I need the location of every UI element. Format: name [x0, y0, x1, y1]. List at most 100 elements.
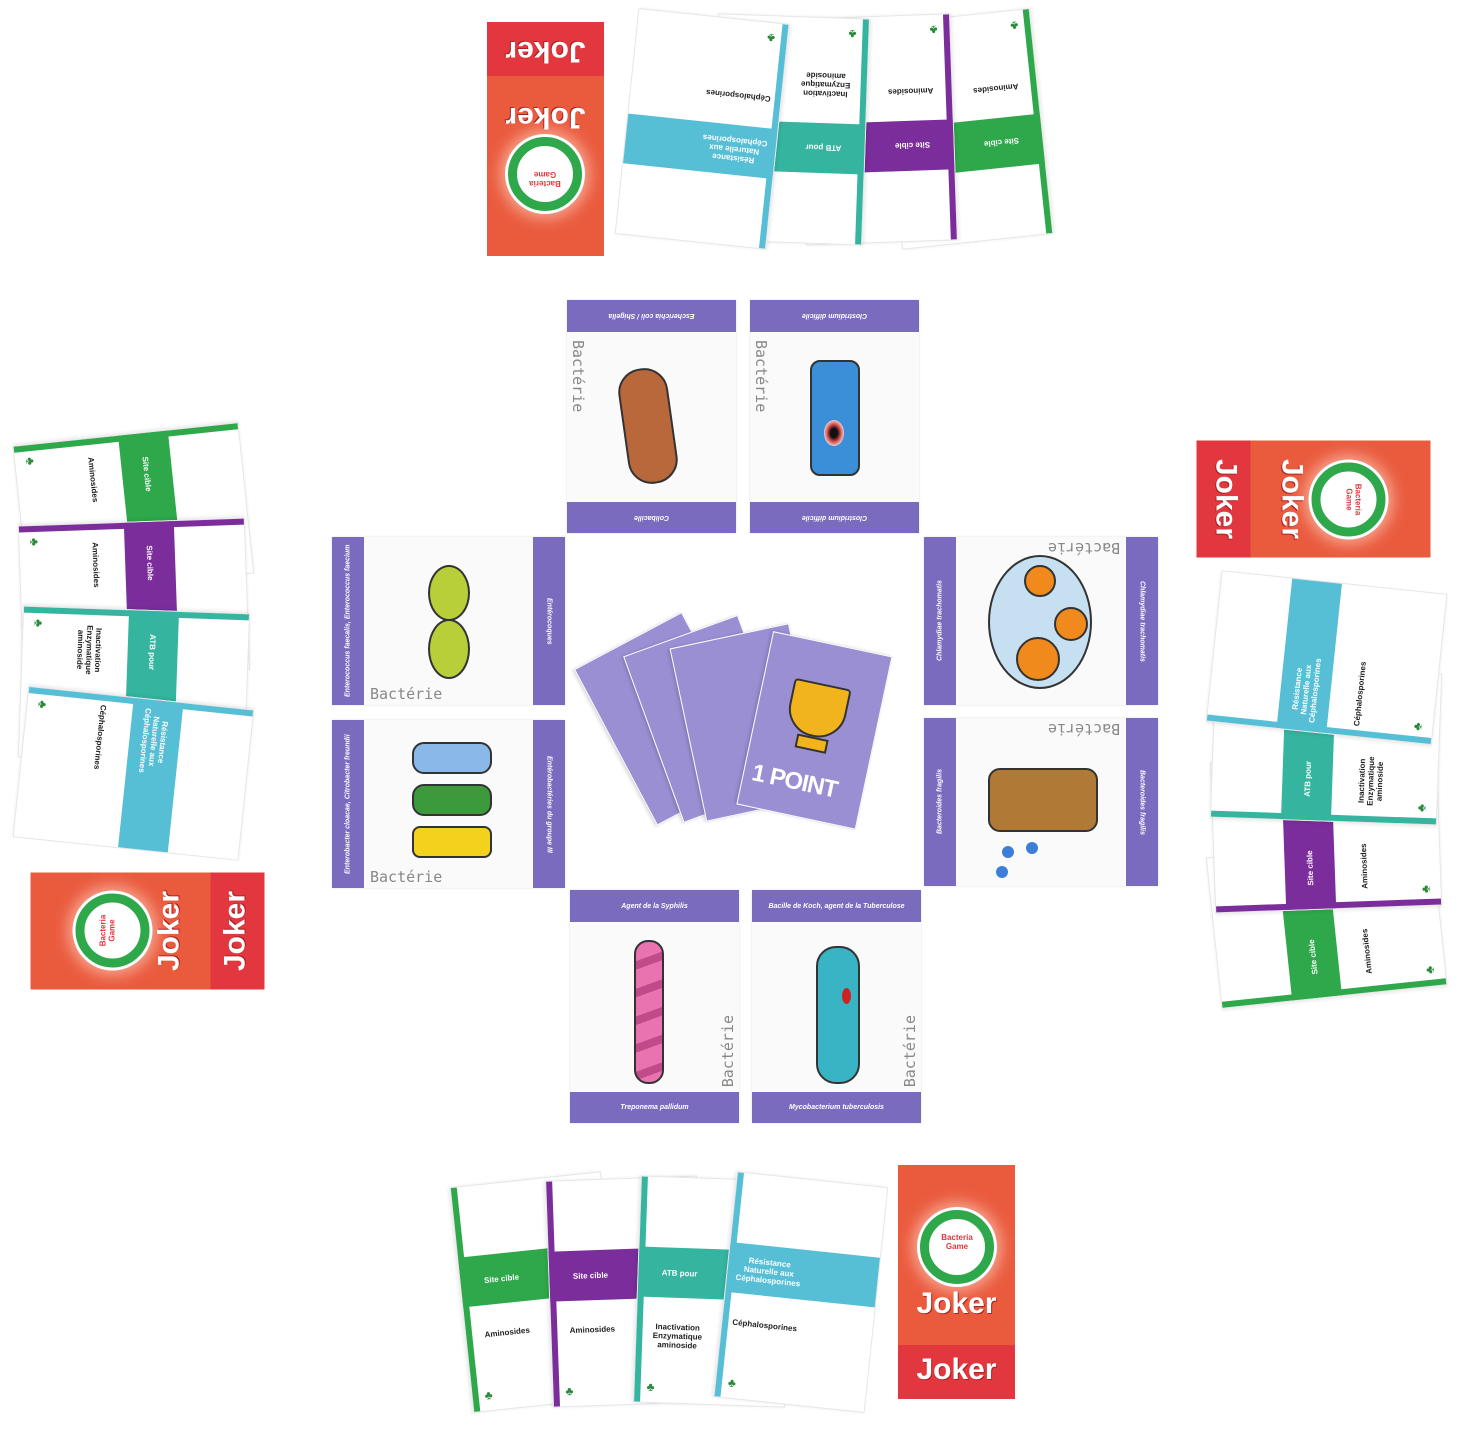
treponema-illustration: [634, 940, 664, 1084]
hand-card[interactable]: Résistance Naturelle aux Céphalosporines…: [614, 8, 790, 250]
hand-card[interactable]: Résistance Naturelle aux Céphalosporines…: [1205, 570, 1448, 746]
joker-band: Joker: [1196, 440, 1251, 558]
card-type-label: Bactérie: [370, 685, 443, 703]
card-text: Aminosides: [1358, 843, 1370, 889]
orange-cell: [1024, 565, 1056, 597]
card-band-label: Site cible: [572, 1270, 609, 1281]
card-text: Aminosides: [90, 542, 102, 588]
card-type-label: Bactérie: [370, 868, 443, 886]
card-band-label: ATB pour: [805, 142, 842, 154]
card-band-label: Résistance Naturelle aux Céphalosporines: [1290, 657, 1323, 724]
bacteria-card-chlamydiae[interactable]: Chlamydiae trachomatis Bactérie Chlamydi…: [924, 537, 1158, 705]
joker-band-label: Joker: [218, 890, 252, 972]
mouth-icon: [842, 988, 851, 1004]
eye-icon: [824, 420, 844, 446]
joker-band-label: Joker: [916, 1353, 997, 1386]
hand-card[interactable]: Résistance Naturelle aux Céphalosporines…: [12, 685, 255, 861]
joker-band: Joker: [898, 1345, 1015, 1399]
card-type-label: Bactérie: [752, 340, 770, 413]
bacteria-logo-icon: ♣: [929, 22, 938, 38]
card-text: Céphalosporines: [731, 1317, 798, 1334]
card-band-label: Résistance Naturelle aux Céphalosporines: [137, 707, 170, 774]
card-band-label: Résistance Naturelle aux Céphalosporines: [702, 133, 768, 166]
card-band-label: Site cible: [1304, 850, 1315, 886]
card-right-bar: Chlamydiae trachomatis: [1126, 537, 1158, 705]
enterobacter-blue-illustration: [412, 742, 492, 774]
enterobacter-green-illustration: [412, 784, 492, 816]
bacteria-game-logo: Bacteria Game: [920, 1210, 994, 1284]
bacteria-logo-icon: ♣: [565, 1383, 574, 1399]
joker-band-label: Joker: [1209, 458, 1243, 540]
card-bottom-bar: Clostridium difficile: [750, 502, 919, 533]
bacteria-logo-icon: ♣: [483, 1387, 494, 1403]
card-band-label: Site cible: [140, 456, 154, 492]
card-type-label: Bactérie: [1047, 539, 1120, 557]
bacteria-card-ecoli[interactable]: Escherichia coli / Shigella Bactérie Col…: [567, 300, 736, 533]
bacteria-logo-icon: ♣: [1422, 965, 1438, 975]
trophy-icon: [783, 677, 852, 743]
orange-cell: [1016, 637, 1060, 681]
joker-card-left[interactable]: Bacteria Game Joker Joker: [30, 872, 265, 990]
card-band-label: Site cible: [145, 545, 156, 581]
orange-cell: [1054, 607, 1088, 641]
card-top-bar: Agent de la Syphilis: [570, 890, 739, 922]
bacteria-card-clostridium[interactable]: Clostridium difficile Bactérie Clostridi…: [750, 300, 919, 533]
card-right-bar: Entérocoques: [533, 537, 565, 705]
card-type-label: Bactérie: [1047, 720, 1120, 738]
card-band-label: Site cible: [983, 136, 1020, 150]
card-top-bar: Escherichia coli / Shigella: [567, 300, 736, 332]
bacteria-card-treponema[interactable]: Agent de la Syphilis Bactérie Treponema …: [570, 890, 739, 1123]
card-text: Aminosides: [887, 85, 934, 97]
joker-band: Joker: [487, 22, 604, 76]
bacteria-logo-icon: ♣: [1414, 803, 1429, 813]
card-type-label: Bactérie: [719, 1014, 737, 1087]
bacteria-logo-icon: ♣: [646, 1379, 655, 1395]
bacteria-game-logo: Bacteria Game: [508, 137, 582, 211]
player-hand-top: Site cible Aminosides ♣ Site cible Aminoside…: [614, 8, 1054, 250]
card-text: Aminosides: [86, 456, 100, 503]
card-text: Inactivation Enzymatique aminoside: [1356, 756, 1386, 806]
bacteria-logo-icon: ♣: [848, 26, 857, 42]
bacteria-card-mycobacterium[interactable]: Bacille de Koch, agent de la Tuberculose…: [752, 890, 921, 1123]
card-band-label: Résistance Naturelle aux Céphalosporines: [735, 1255, 801, 1288]
card-bottom-bar: Mycobacterium tuberculosis: [752, 1092, 921, 1123]
bacteria-card-enterobacter[interactable]: Enterobacter cloacae, Citrobacter freund…: [332, 720, 565, 888]
card-text: Aminosides: [972, 81, 1019, 96]
card-left-bar: Enterobacter cloacae, Citrobacter freund…: [332, 720, 364, 888]
card-band-label: Site cible: [483, 1271, 520, 1285]
point-label: 1 POINT: [749, 759, 840, 804]
bacteria-logo-icon: ♣: [35, 699, 50, 710]
bacteria-logo-icon: ♣: [727, 1375, 737, 1391]
card-top-bar: Clostridium difficile: [750, 300, 919, 332]
card-text: Inactivation Enzymatique aminoside: [74, 625, 104, 675]
card-band-label: Site cible: [894, 140, 931, 151]
card-text: Céphalosporines: [705, 87, 772, 104]
joker-card-top[interactable]: Bacteria Game Joker Joker: [487, 22, 604, 256]
bacteria-card-bacteroides[interactable]: Bacteroides fragilis Bactérie Bacteroide…: [924, 718, 1158, 886]
card-right-bar: Bacteroides fragilis: [1126, 718, 1158, 886]
joker-label: Joker: [916, 1287, 997, 1320]
hand-card[interactable]: Résistance Naturelle aux Céphalosporines…: [713, 1171, 889, 1413]
joker-label: Joker: [505, 101, 586, 134]
bacteria-logo-icon: ♣: [22, 456, 38, 466]
ecoli-illustration: [615, 365, 681, 487]
card-bottom-bar: Treponema pallidum: [570, 1092, 739, 1123]
bacteria-logo-icon: ♣: [766, 30, 776, 46]
joker-card-bottom[interactable]: Bacteria Game Joker Joker: [898, 1165, 1015, 1399]
card-left-bar: Enterococcus faecalis, Enterococcus faec…: [332, 537, 364, 705]
card-left-bar: Chlamydiae trachomatis: [924, 537, 956, 705]
joker-card-right[interactable]: Bacteria Game Joker Joker: [1196, 440, 1431, 558]
bacteria-logo-icon: ♣: [31, 618, 46, 628]
card-text: Céphalosporines: [92, 704, 108, 770]
card-band-label: ATB pour: [147, 634, 158, 671]
enterococcus-illustration-top: [428, 565, 470, 621]
bacteria-card-enterococcus[interactable]: Enterococcus faecalis, Enterococcus faec…: [332, 537, 565, 705]
card-band-label: ATB pour: [661, 1267, 698, 1279]
card-text: Inactivation Enzymatique aminoside: [652, 1322, 703, 1351]
card-top-bar: Bacille de Koch, agent de la Tuberculose: [752, 890, 921, 922]
card-text: Inactivation Enzymatique aminoside: [800, 70, 851, 99]
joker-label: Joker: [152, 890, 186, 972]
